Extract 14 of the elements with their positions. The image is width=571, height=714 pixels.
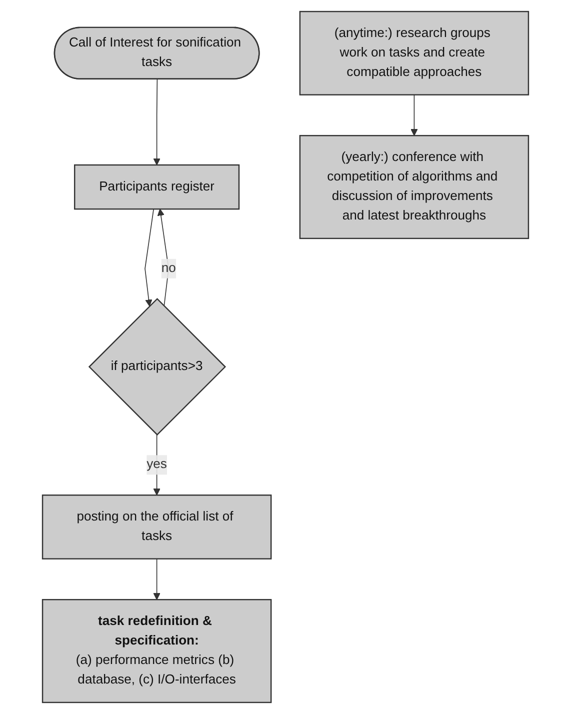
node-box: posting on the official list of tasks: [42, 494, 272, 560]
arrow: [153, 78, 160, 166]
arrow: [153, 558, 160, 600]
node-box: (anytime:) research groups work on tasks and create compatible approaches: [299, 10, 530, 96]
node-diamond: if participants>3: [88, 298, 226, 436]
arrow: [410, 94, 418, 136]
edge-label: no: [161, 261, 176, 276]
node-box: task redefinition & specification: (a) performance metrics (b) database, (c) I/O-interfaces: [42, 599, 272, 704]
arrow: [153, 434, 160, 496]
arrow: [144, 208, 154, 306]
node-box: (yearly:) conference with competition of algorithms and discussion of improvements and latest breakthroughs: [299, 134, 530, 240]
edge-label: yes: [146, 458, 167, 472]
node-box: Participants register: [74, 164, 240, 210]
arrow: [157, 208, 169, 307]
